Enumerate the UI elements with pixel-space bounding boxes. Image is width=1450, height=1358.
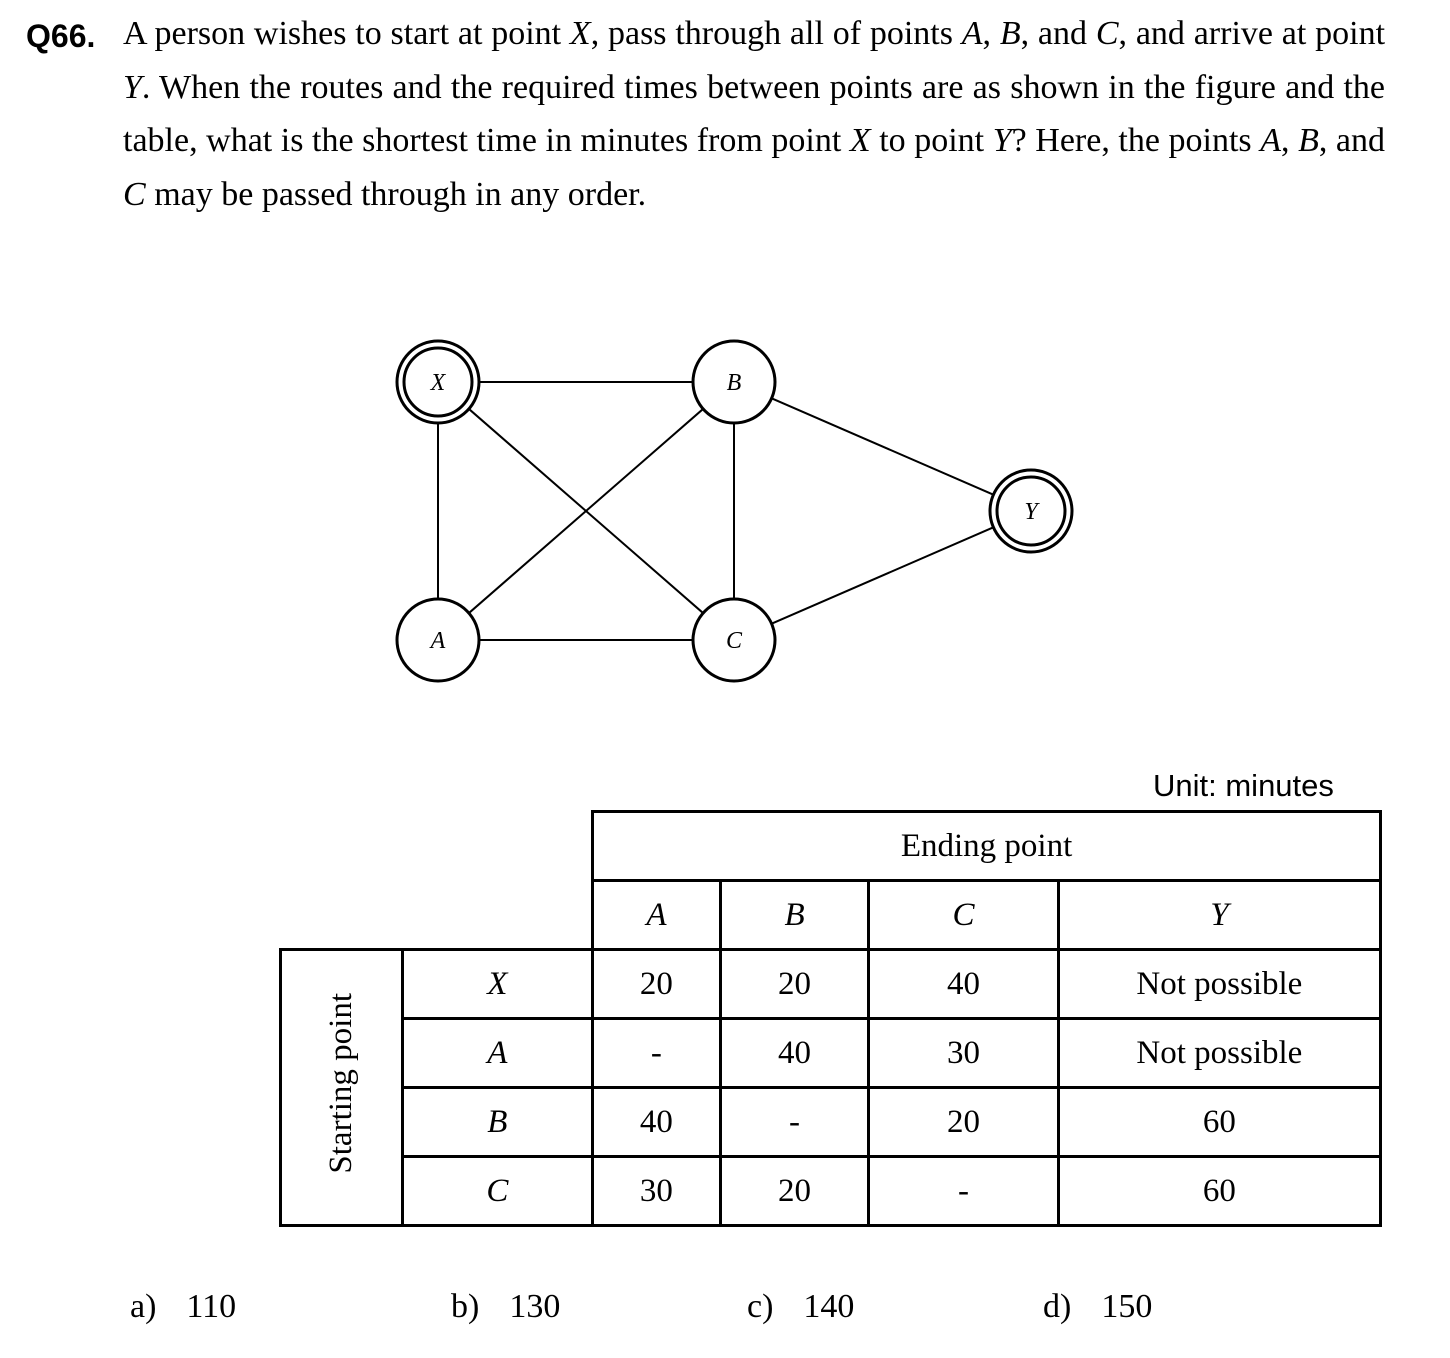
choice-label: a) [130, 1288, 157, 1325]
node-label-B: B [727, 370, 742, 396]
question-number: Q66. [26, 18, 96, 54]
starting-point-header: Starting point [279, 948, 404, 1227]
row-header-X: X [400, 948, 595, 1020]
unit-label: Unit: minutes [1153, 768, 1334, 803]
cell-A-B: 40 [718, 1017, 871, 1089]
cell-C-Y: 60 [1056, 1155, 1383, 1227]
col-header-Y: Y [1056, 879, 1383, 951]
cell-A-Y: Not possible [1056, 1017, 1383, 1089]
row-header-C: C [400, 1155, 595, 1227]
node-label-Y: Y [1024, 499, 1040, 525]
cell-X-Y: Not possible [1056, 948, 1383, 1020]
edge-C-Y [771, 526, 994, 625]
node-Y: Y [988, 468, 1074, 554]
table-corner-blank [281, 881, 593, 950]
table-corner-blank [281, 812, 593, 881]
node-label-X: X [430, 370, 447, 396]
choice-label: b) [451, 1288, 480, 1325]
choice-a[interactable]: a) 110 [130, 1288, 236, 1326]
choice-label: c) [747, 1288, 774, 1325]
cell-C-C: - [867, 1155, 1060, 1227]
question-text: A person wishes to start at point X, pas… [123, 15, 1386, 213]
cell-C-B: 20 [718, 1155, 871, 1227]
starting-point-label: Starting point [322, 992, 359, 1174]
node-B: B [691, 339, 777, 425]
node-A: A [395, 597, 481, 683]
col-header-C: C [867, 879, 1060, 951]
edge-A-B [468, 408, 704, 614]
row-header-B: B [400, 1086, 595, 1158]
cell-X-C: 40 [867, 948, 1060, 1020]
answer-choices: a) 110 b) 130 c) 140 d) 150 [0, 1288, 1450, 1338]
cell-B-B: - [718, 1086, 871, 1158]
cell-X-B: 20 [718, 948, 871, 1020]
route-graph: X B Y A C [395, 339, 1074, 683]
choice-value: 130 [509, 1288, 561, 1325]
edge-B-Y [771, 397, 994, 496]
cell-C-A: 30 [591, 1155, 722, 1227]
node-label-A: A [429, 628, 446, 654]
choice-c[interactable]: c) 140 [747, 1288, 854, 1326]
node-X: X [395, 339, 481, 425]
col-header-A: A [591, 879, 722, 951]
cell-B-Y: 60 [1056, 1086, 1383, 1158]
ending-point-header: Ending point [591, 810, 1382, 882]
choice-label: d) [1043, 1288, 1072, 1325]
cell-B-C: 20 [867, 1086, 1060, 1158]
graph-nodes: X B Y A C [395, 339, 1074, 683]
cell-A-A: - [591, 1017, 722, 1089]
choice-d[interactable]: d) 150 [1043, 1288, 1152, 1326]
graph-edges [437, 381, 994, 641]
choice-b[interactable]: b) 130 [451, 1288, 560, 1326]
node-label-C: C [726, 628, 743, 654]
row-header-A: A [400, 1017, 595, 1089]
cell-B-A: 40 [591, 1086, 722, 1158]
col-header-B: B [718, 879, 871, 951]
cell-A-C: 30 [867, 1017, 1060, 1089]
choice-value: 140 [803, 1288, 855, 1325]
choice-value: 110 [186, 1288, 237, 1325]
choice-value: 150 [1101, 1288, 1153, 1325]
cell-X-A: 20 [591, 948, 722, 1020]
node-C: C [691, 597, 777, 683]
